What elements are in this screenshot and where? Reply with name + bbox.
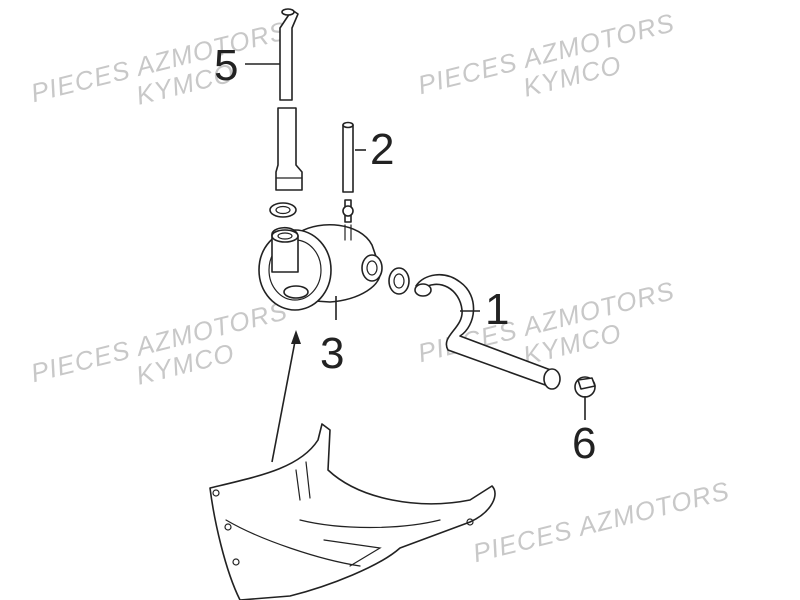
clip-ring-upper bbox=[269, 202, 297, 218]
callout-5: 5 bbox=[214, 41, 239, 90]
part-6-clamp bbox=[574, 376, 596, 398]
clip-ring-side bbox=[388, 267, 410, 295]
part-1-hose bbox=[414, 274, 561, 390]
assembly-arrow bbox=[271, 330, 301, 463]
floor-panel bbox=[209, 423, 496, 600]
callout-6: 6 bbox=[572, 419, 597, 468]
callout-1: 1 bbox=[485, 285, 510, 334]
callout-3: 3 bbox=[320, 329, 345, 378]
part-5-tube bbox=[275, 8, 303, 191]
callout-2: 2 bbox=[370, 125, 395, 174]
part-3-filter-housing bbox=[258, 223, 383, 311]
part-2-pipe bbox=[342, 121, 354, 223]
